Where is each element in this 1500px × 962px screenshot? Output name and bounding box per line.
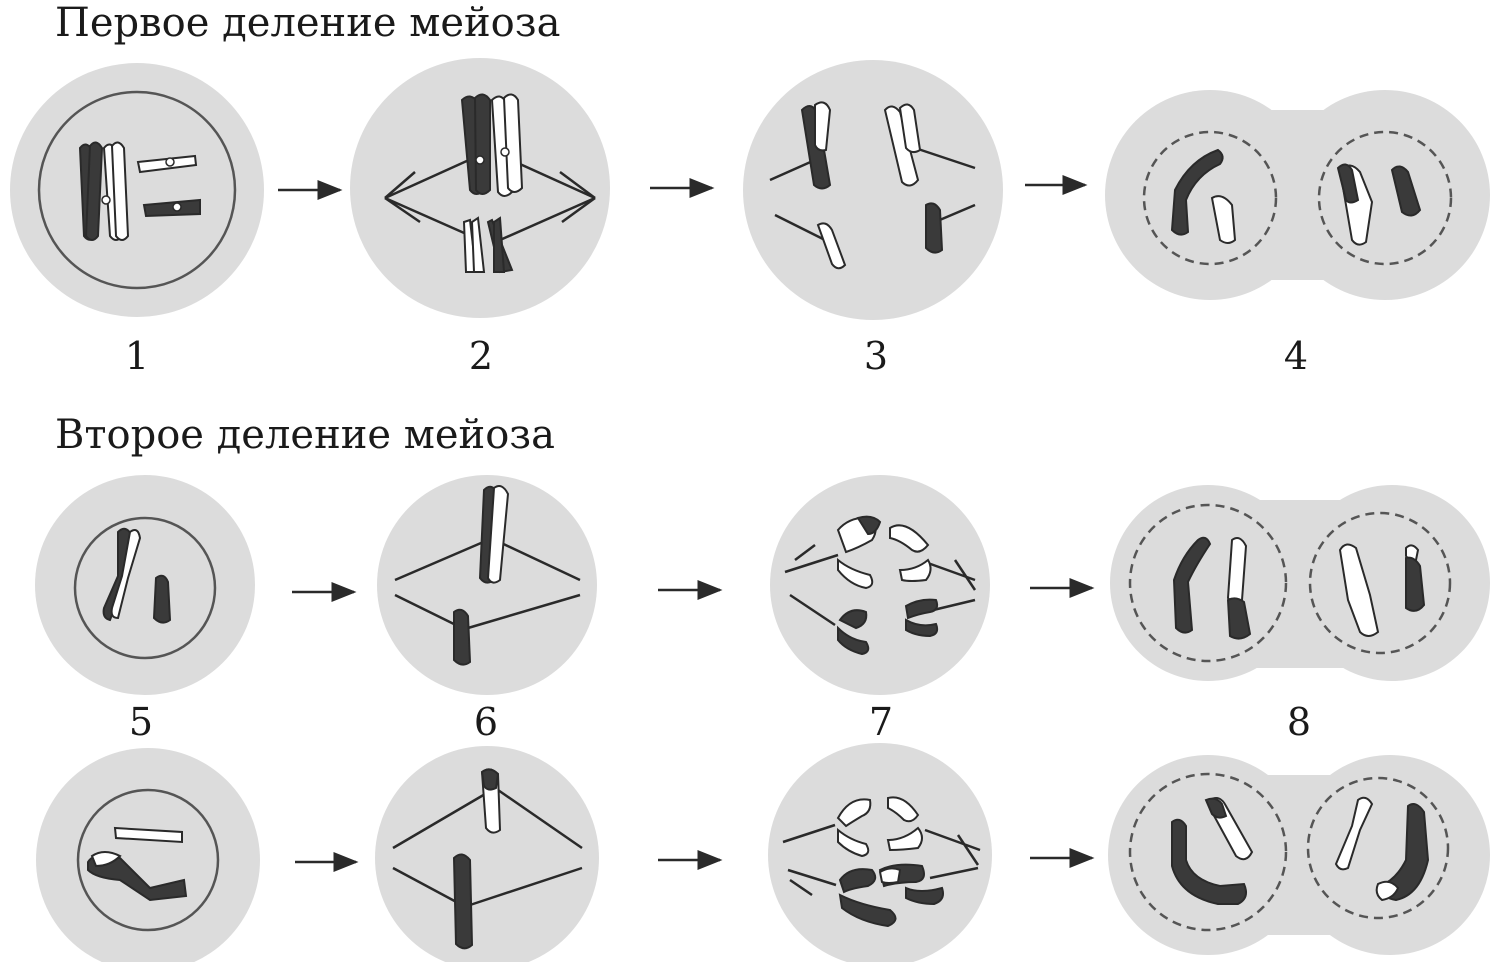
stage-label-2: 2: [468, 334, 494, 378]
nuclear-membrane-dashed: [1308, 511, 1452, 655]
nuclear-membrane-dashed: [1128, 503, 1288, 663]
stage-label-3: 3: [863, 334, 889, 378]
nuclear-membrane-dashed: [1142, 130, 1278, 266]
stage-label-1: 1: [124, 334, 150, 378]
cell-2-metaphase-1: [350, 58, 610, 318]
cell-3-anaphase-1: [743, 60, 1003, 320]
cell-6-metaphase-2: [377, 475, 597, 695]
first-division-title: Первое деление мейоза: [55, 0, 561, 46]
nuclear-membrane-dashed: [1306, 776, 1450, 920]
stage-label-6: 6: [473, 700, 499, 744]
cell-4-telophase-1: [1105, 90, 1490, 300]
cell-8-telophase-2: [1110, 485, 1490, 681]
second-division-title: Второе деление мейоза: [55, 412, 555, 458]
cell-7b-anaphase-2: [768, 743, 992, 962]
nuclear-membrane: [73, 516, 217, 660]
bivalent-small: [462, 216, 514, 274]
homologous-pair-large: [78, 141, 130, 241]
cell-6b-metaphase-2: [375, 746, 599, 962]
stage-label-8: 8: [1286, 700, 1312, 744]
nuclear-membrane-dashed: [1128, 772, 1288, 932]
cell-5-prophase-2: [35, 475, 255, 695]
stage-label-7: 7: [868, 700, 894, 744]
cell-1-prophase-1: [10, 63, 264, 317]
homologous-pair-small: [136, 154, 201, 218]
cell-7-anaphase-2: [770, 475, 990, 695]
cell-8b-telophase-2: [1108, 755, 1490, 955]
bivalent-large: [460, 93, 524, 197]
stage-label-4: 4: [1283, 334, 1309, 378]
nuclear-membrane: [76, 788, 220, 932]
nuclear-membrane: [37, 90, 237, 290]
nuclear-membrane-dashed: [1317, 130, 1453, 266]
cell-5b-prophase-2: [36, 748, 260, 962]
stage-label-5: 5: [128, 700, 154, 744]
